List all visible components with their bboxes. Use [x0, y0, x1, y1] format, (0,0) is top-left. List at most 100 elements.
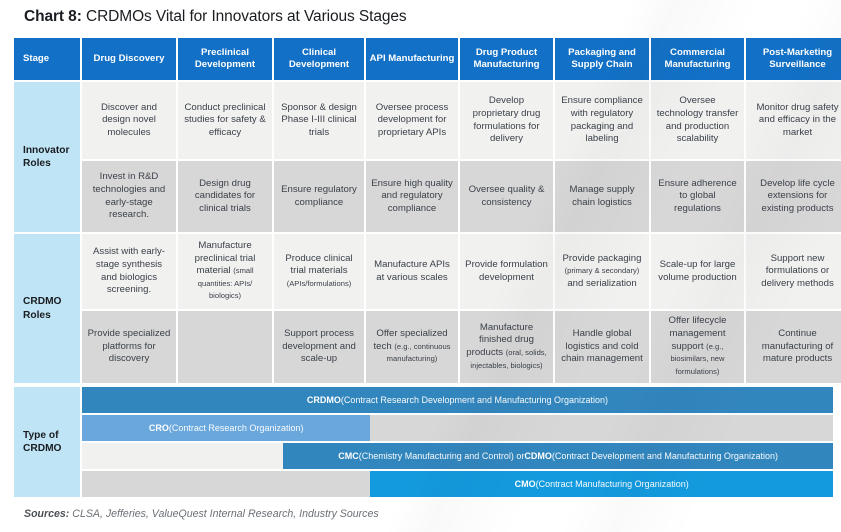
matrix-cell: Produce clinical trial materials (APIs/f… [274, 234, 364, 309]
matrix-cell: Support process development and scale-up [274, 311, 364, 383]
bar-cmo[interactable]: CMO (Contract Manufacturing Organization… [370, 471, 833, 497]
matrix-cell: Ensure regulatory compliance [274, 161, 364, 232]
cell-main-text: Offer lifecycle management support [668, 315, 727, 352]
cell-main-text: Ensure high quality and regulatory compl… [371, 177, 453, 214]
matrix-cell: Develop proprietary drug formulations fo… [460, 82, 553, 159]
cell-main-text: Develop proprietary drug formulations fo… [472, 95, 541, 145]
matrix-cell: Provide packaging (primary & secondary) … [555, 234, 649, 309]
matrix-cell [178, 311, 272, 383]
chart-number-label: Chart 8: [24, 8, 82, 25]
cell-main-text: Produce clinical trial materials [285, 252, 353, 277]
matrix-cell: Ensure compliance with regulatory packag… [555, 82, 649, 159]
row-group-label-1: CRDMO Roles [14, 234, 80, 383]
cell-main-text: Invest in R&D technologies and early-sta… [92, 171, 166, 221]
bar-cmc-cdmo[interactable]: CMC (Chemistry Manufacturing and Control… [283, 443, 833, 469]
header-cell-8: Post-Marketing Surveillance [746, 38, 841, 80]
cell-main-text: Support new formulations or delivery met… [761, 252, 834, 289]
matrix-cell: Invest in R&D technologies and early-sta… [82, 161, 176, 232]
bar-abbr: CMO [514, 479, 536, 489]
bar-abbr: CMC [338, 451, 359, 461]
matrix-cell: Sponsor & design Phase I-III clinical tr… [274, 82, 364, 159]
cell-main-text: Provide specialized platforms for discov… [87, 328, 171, 365]
cell-main-text: Manufacture preclinical trial material [194, 239, 256, 277]
cell-main-text: Ensure adherence to global regulations [658, 177, 737, 214]
sources-note: Sources: CLSA, Jefferies, ValueQuest Int… [24, 508, 379, 520]
matrix-cell: Design drug candidates for clinical tria… [178, 161, 272, 232]
bar-abbr: CRDMO [306, 395, 341, 405]
bar-track-cmo: CMO (Contract Manufacturing Organization… [82, 471, 833, 497]
header-cell-1: Drug Discovery [82, 38, 176, 80]
cell-sub-text: (e.g., biosimilars, new formulations) [670, 341, 725, 376]
cell-main-text: Ensure regulatory compliance [281, 183, 357, 208]
matrix-cell: Provide specialized platforms for discov… [82, 311, 176, 383]
sources-text: CLSA, Jefferies, ValueQuest Internal Res… [69, 508, 379, 520]
cell-sub-text: (primary & secondary) [564, 266, 640, 276]
matrix-cell: Manage supply chain logistics [555, 161, 649, 232]
bar-expansion: (Contract Research Development and Manuf… [340, 395, 609, 405]
header-cell-stage: Stage [14, 38, 80, 80]
track-background-right [370, 415, 833, 441]
matrix-cell: Offer lifecycle management support (e.g.… [651, 311, 744, 383]
bar-expansion: (Contract Manufacturing Organization) [535, 479, 689, 489]
matrix-cell: Manufacture preclinical trial material (… [178, 234, 272, 309]
matrix-cell: Develop life cycle extensions for existi… [746, 161, 841, 232]
sources-label: Sources: [24, 508, 70, 520]
track-background-left [82, 443, 284, 469]
chart-title-text: CRDMOs Vital for Innovators at Various S… [81, 8, 407, 25]
cell-main-text: Design drug candidates for clinical tria… [194, 177, 256, 214]
cell-main-text: Monitor drug safety and efficacy in the … [756, 101, 839, 138]
bar-cro[interactable]: CRO (Contract Research Organization) [82, 415, 371, 441]
cell-sub-text: (oral, solids, injectables, biologics) [470, 348, 547, 370]
header-cell-5: Drug Product Manufacturing [460, 38, 553, 80]
matrix-cell: Oversee process development for propriet… [366, 82, 458, 159]
cell-main-text: Oversee technology transfer and producti… [656, 95, 739, 145]
matrix-cell: Ensure adherence to global regulations [651, 161, 744, 232]
cell-main-text: Assist with early-stage synthesis and bi… [93, 246, 165, 296]
cell-sub-text: (APIs/formulations) [286, 278, 352, 288]
cell-sub-text: (small quantities: APIs/ biologics) [197, 266, 254, 301]
bar-track-cro: CRO (Contract Research Organization) [82, 415, 833, 441]
page-title: Chart 8: CRDMOs Vital for Innovators at … [24, 8, 407, 26]
cell-main-text: Provide formulation development [465, 258, 548, 283]
header-cell-7: Commercial Manufacturing [651, 38, 744, 80]
matrix-cell: Conduct preclinical studies for safety &… [178, 82, 272, 159]
header-cell-4: API Manufacturing [366, 38, 458, 80]
cell-main-text: Manufacture finished drug products [466, 321, 534, 358]
cell-main-text: Handle global logistics and cold chain m… [561, 328, 643, 365]
cell-main-text: Manufacture APIs at various scales [374, 258, 450, 283]
matrix-cell: Oversee technology transfer and producti… [651, 82, 744, 159]
matrix-cell: Assist with early-stage synthesis and bi… [82, 234, 176, 309]
cell-main-text: Sponsor & design Phase I-III clinical tr… [281, 101, 357, 138]
bar-abbr: CRO [148, 423, 169, 433]
matrix-cell: Support new formulations or delivery met… [746, 234, 841, 309]
bar-expansion: (Contract Research Organization) [168, 423, 304, 433]
matrix-cell: Monitor drug safety and efficacy in the … [746, 82, 841, 159]
matrix-cell: Scale-up for large volume production [651, 234, 744, 309]
cell-main-text: Develop life cycle extensions for existi… [760, 177, 835, 214]
type-of-crdmo-label: Type of CRDMO [14, 387, 80, 497]
bar-abbr-secondary: CDMO [524, 451, 552, 461]
row-group-label-0: Innovator Roles [14, 82, 80, 232]
cell-main-text: Oversee process development for propriet… [375, 101, 449, 138]
matrix-cell: Discover and design novel molecules [82, 82, 176, 159]
cell-sub-text: (e.g., continuous manufacturing) [386, 341, 451, 364]
bar-crdmo[interactable]: CRDMO (Contract Research Development and… [82, 387, 833, 413]
cell-main-text: Provide packaging [562, 252, 642, 264]
bar-track-cmc-cdmo: CMC (Chemistry Manufacturing and Control… [82, 443, 833, 469]
cell-main-text: Ensure compliance with regulatory packag… [561, 95, 643, 145]
track-background-left [82, 471, 371, 497]
header-cell-2: Preclinical Development [178, 38, 272, 80]
matrix-cell: Provide formulation development [460, 234, 553, 309]
matrix-cell: Offer specialized tech (e.g., continuous… [366, 311, 458, 383]
bar-expansion: (Chemistry Manufacturing and Control) or [358, 451, 525, 461]
matrix-cell: Manufacture finished drug products (oral… [460, 311, 553, 383]
matrix-cell: Ensure high quality and regulatory compl… [366, 161, 458, 232]
cell-main-text: Discover and design novel molecules [101, 101, 157, 138]
cell-tail-text: and serialization [567, 277, 637, 289]
header-cell-6: Packaging and Supply Chain [555, 38, 649, 80]
bar-track-crdmo: CRDMO (Contract Research Development and… [82, 387, 833, 413]
cell-main-text: Offer specialized tech [373, 328, 448, 352]
cell-main-text: Scale-up for large volume production [658, 258, 737, 283]
cell-main-text: Manage supply chain logistics [569, 183, 635, 208]
